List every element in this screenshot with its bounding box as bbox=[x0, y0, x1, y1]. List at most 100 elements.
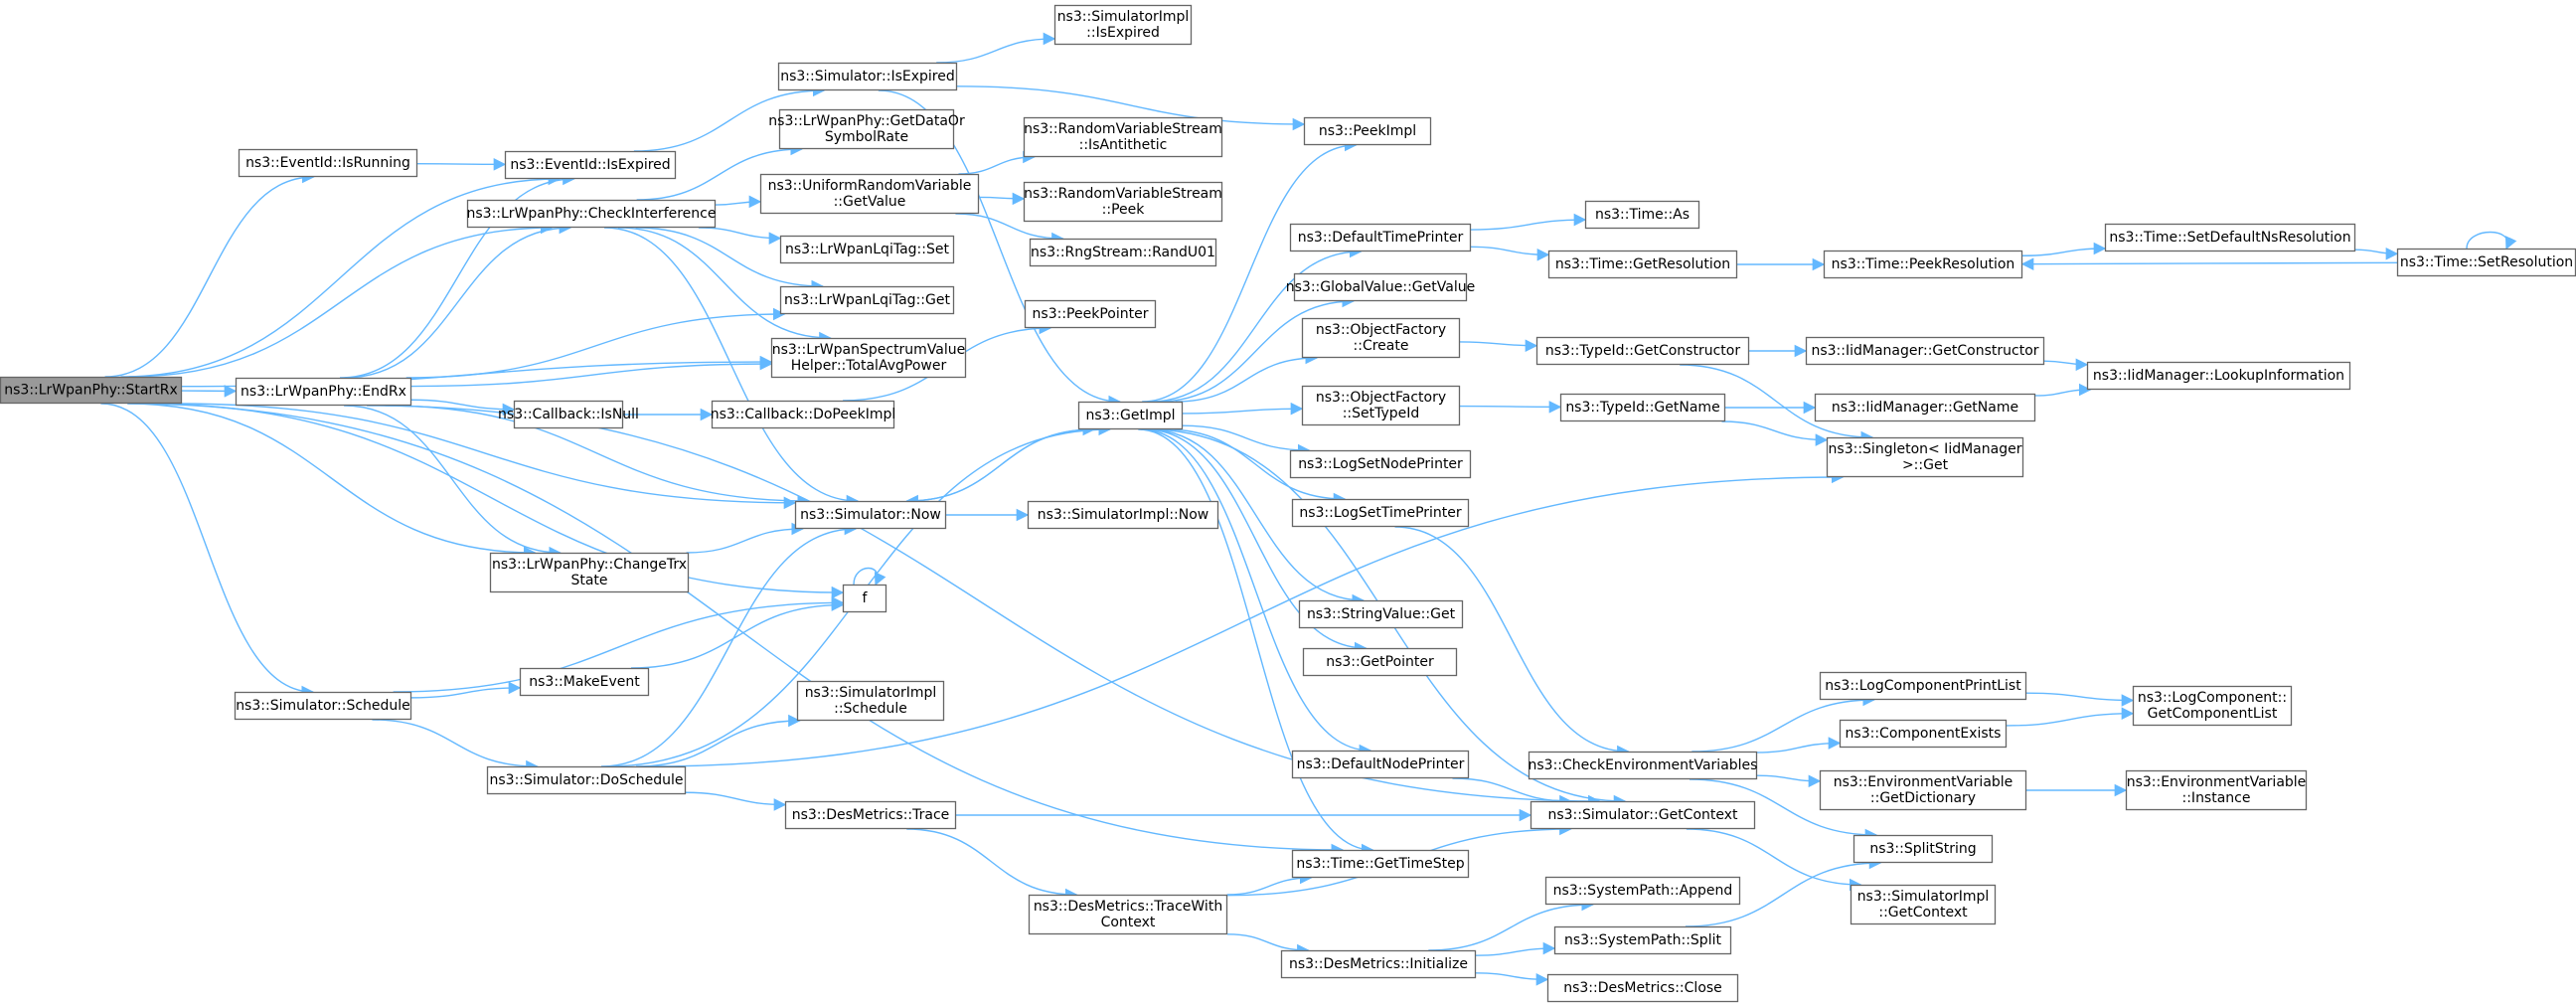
node-label: ns3::LrWpanPhy::EndRx bbox=[241, 384, 406, 400]
node-n13[interactable]: ns3::LrWpanLqiTag::Set bbox=[779, 235, 955, 264]
edge-n58-n60 bbox=[1686, 828, 1862, 892]
node-n11[interactable]: ns3::RandomVariableStream::Peek bbox=[1023, 181, 1223, 223]
node-n12[interactable]: ns3::RngStream::RandU01 bbox=[1029, 238, 1217, 267]
edge-n7-n15 bbox=[617, 227, 832, 345]
node-n20[interactable]: ns3::Simulator::Now bbox=[794, 500, 947, 530]
node-n36[interactable]: ns3::LogSetNodePrinter bbox=[1289, 449, 1472, 479]
node-box bbox=[1053, 4, 1193, 46]
node-box bbox=[1547, 250, 1738, 279]
node-n58[interactable]: ns3::Simulator::GetContext bbox=[1530, 800, 1756, 830]
node-label: GetComponentList bbox=[2148, 706, 2278, 722]
node-n57[interactable]: ns3::EnvironmentVariable::Instance bbox=[2125, 769, 2308, 811]
node-label: ns3::ObjectFactory bbox=[1316, 322, 1446, 338]
node-n1[interactable]: ns3::EventId::IsRunning bbox=[238, 148, 418, 178]
node-n9[interactable]: ns3::UniformRandomVariable::GetValue bbox=[759, 173, 980, 215]
node-n21[interactable]: ns3::SimulatorImpl::Now bbox=[1027, 500, 1219, 530]
edge-n5-n33 bbox=[1157, 294, 1355, 403]
node-n47[interactable]: ns3::IidManager::GetConstructor bbox=[1805, 336, 2045, 366]
node-label: ns3::DesMetrics::Trace bbox=[792, 807, 950, 823]
node-n40[interactable]: ns3::DefaultNodePrinter bbox=[1291, 750, 1470, 779]
node-n32[interactable]: ns3::DefaultTimePrinter bbox=[1289, 223, 1472, 252]
node-n26[interactable]: ns3::Simulator::DoSchedule bbox=[486, 765, 687, 795]
node-box bbox=[1291, 750, 1470, 779]
node-n23[interactable]: f bbox=[842, 584, 887, 613]
node-label: ::Peek bbox=[1102, 202, 1146, 218]
node-n35[interactable]: ns3::ObjectFactory::SetTypeId bbox=[1301, 385, 1461, 426]
edge-n26-n20 bbox=[600, 522, 858, 767]
node-n4[interactable]: ns3::SimulatorImpl::IsExpired bbox=[1053, 4, 1193, 46]
node-n10[interactable]: ns3::RandomVariableStream::IsAntithetic bbox=[1023, 116, 1223, 158]
node-n55[interactable]: ns3::ComponentExists bbox=[1839, 719, 2008, 749]
node-n14[interactable]: ns3::LrWpanLqiTag::Get bbox=[779, 285, 955, 315]
node-n56[interactable]: ns3::EnvironmentVariable::GetDictionary bbox=[1819, 769, 2027, 811]
node-n38[interactable]: ns3::StringValue::Get bbox=[1298, 599, 1464, 629]
node-n52[interactable]: ns3::CheckEnvironmentVariables bbox=[1529, 751, 1758, 780]
edge-n2-n3 bbox=[633, 84, 826, 152]
node-n16[interactable]: ns3::LrWpanPhy::EndRx bbox=[235, 377, 412, 407]
node-n6[interactable]: ns3::PeekImpl bbox=[1303, 116, 1432, 146]
node-box bbox=[1839, 719, 2008, 749]
edge-n28-n29 bbox=[906, 828, 1078, 902]
node-n15[interactable]: ns3::LrWpanSpectrumValueHelper::TotalAvg… bbox=[770, 337, 967, 379]
node-n62[interactable]: ns3::SystemPath::Split bbox=[1553, 925, 1732, 955]
node-n5[interactable]: ns3::GetImpl bbox=[1077, 401, 1184, 430]
node-box bbox=[1535, 336, 1750, 366]
edge-n52-n59 bbox=[1689, 778, 1878, 842]
node-n60[interactable]: ns3::SimulatorImpl::GetContext bbox=[1850, 884, 1997, 925]
node-n45[interactable]: ns3::Time::SetResolution bbox=[2396, 248, 2576, 277]
node-n39[interactable]: ns3::GetPointer bbox=[1302, 647, 1458, 677]
node-n42[interactable]: ns3::Time::GetResolution bbox=[1547, 250, 1738, 279]
edge-n0-n24 bbox=[100, 403, 314, 699]
node-label: ns3::LrWpanPhy::GetDataOr bbox=[768, 113, 965, 129]
edge-n32-n41 bbox=[1470, 213, 1587, 231]
edge-n24-n25 bbox=[410, 681, 522, 699]
node-n48[interactable]: ns3::IidManager::LookupInformation bbox=[2086, 361, 2351, 391]
node-n41[interactable]: ns3::Time::As bbox=[1584, 200, 1700, 230]
node-n30[interactable]: ns3::Time::GetTimeStep bbox=[1291, 849, 1470, 879]
node-n33[interactable]: ns3::GlobalValue::GetValue bbox=[1286, 272, 1475, 302]
node-label: ns3::MakeEvent bbox=[529, 674, 640, 690]
node-n25[interactable]: ns3::MakeEvent bbox=[519, 667, 650, 697]
node-n3[interactable]: ns3::Simulator::IsExpired bbox=[777, 62, 958, 91]
node-n51[interactable]: ns3::Singleton< IidManager >::Get bbox=[1826, 436, 2024, 478]
node-label: ns3::PeekImpl bbox=[1319, 123, 1416, 139]
node-label: ns3::Singleton< IidManager bbox=[1829, 441, 2022, 457]
node-n63[interactable]: ns3::DesMetrics::Close bbox=[1546, 973, 1739, 1003]
node-label: ns3::SimulatorImpl bbox=[1857, 889, 1990, 905]
node-n50[interactable]: ns3::IidManager::GetName bbox=[1814, 393, 2036, 422]
edge-n5-n34 bbox=[1175, 351, 1319, 403]
node-box bbox=[1546, 973, 1739, 1003]
node-n18[interactable]: ns3::Callback::DoPeekImpl bbox=[711, 400, 896, 429]
node-label: ns3::TypeId::GetName bbox=[1565, 400, 1719, 416]
edge-n5-n38 bbox=[1148, 428, 1366, 607]
node-n59[interactable]: ns3::SplitString bbox=[1852, 834, 1994, 864]
node-n31[interactable]: ns3::DesMetrics::Initialize bbox=[1280, 949, 1477, 979]
node-label: ns3::EventId::IsExpired bbox=[510, 157, 670, 173]
node-box bbox=[235, 377, 412, 407]
node-label: ns3::SimulatorImpl bbox=[805, 685, 937, 701]
node-n7[interactable]: ns3::LrWpanPhy::CheckInterference bbox=[467, 199, 717, 229]
node-n44[interactable]: ns3::Time::SetDefaultNsResolution bbox=[2104, 223, 2356, 252]
node-n34[interactable]: ns3::ObjectFactory::Create bbox=[1301, 317, 1461, 359]
node-n37[interactable]: ns3::LogSetTimePrinter bbox=[1291, 498, 1470, 528]
node-n46[interactable]: ns3::TypeId::GetConstructor bbox=[1535, 336, 1750, 366]
node-n19[interactable]: ns3::PeekPointer bbox=[1024, 299, 1157, 329]
node-n2[interactable]: ns3::EventId::IsExpired bbox=[504, 150, 677, 180]
node-n53[interactable]: ns3::LogComponentPrintList bbox=[1819, 671, 2027, 701]
node-n49[interactable]: ns3::TypeId::GetName bbox=[1559, 393, 1726, 422]
node-label: Context bbox=[1101, 915, 1156, 930]
node-n43[interactable]: ns3::Time::PeekResolution bbox=[1823, 250, 2023, 279]
edge-n1-n2 bbox=[416, 158, 507, 171]
node-n17[interactable]: ns3::Callback::IsNull bbox=[498, 400, 639, 429]
node-label: ::SetTypeId bbox=[1343, 406, 1420, 421]
node-n61[interactable]: ns3::SystemPath::Append bbox=[1544, 876, 1741, 906]
node-n54[interactable]: ns3::LogComponent::GetComponentList bbox=[2132, 685, 2293, 727]
node-n28[interactable]: ns3::DesMetrics::Trace bbox=[784, 800, 957, 830]
node-n27[interactable]: ns3::SimulatorImpl::Schedule bbox=[796, 680, 945, 722]
node-n24[interactable]: ns3::Simulator::Schedule bbox=[234, 691, 412, 721]
node-n0[interactable]: ns3::LrWpanPhy::StartRx bbox=[0, 376, 183, 405]
node-label: ns3::IidManager::GetName bbox=[1832, 400, 2018, 416]
